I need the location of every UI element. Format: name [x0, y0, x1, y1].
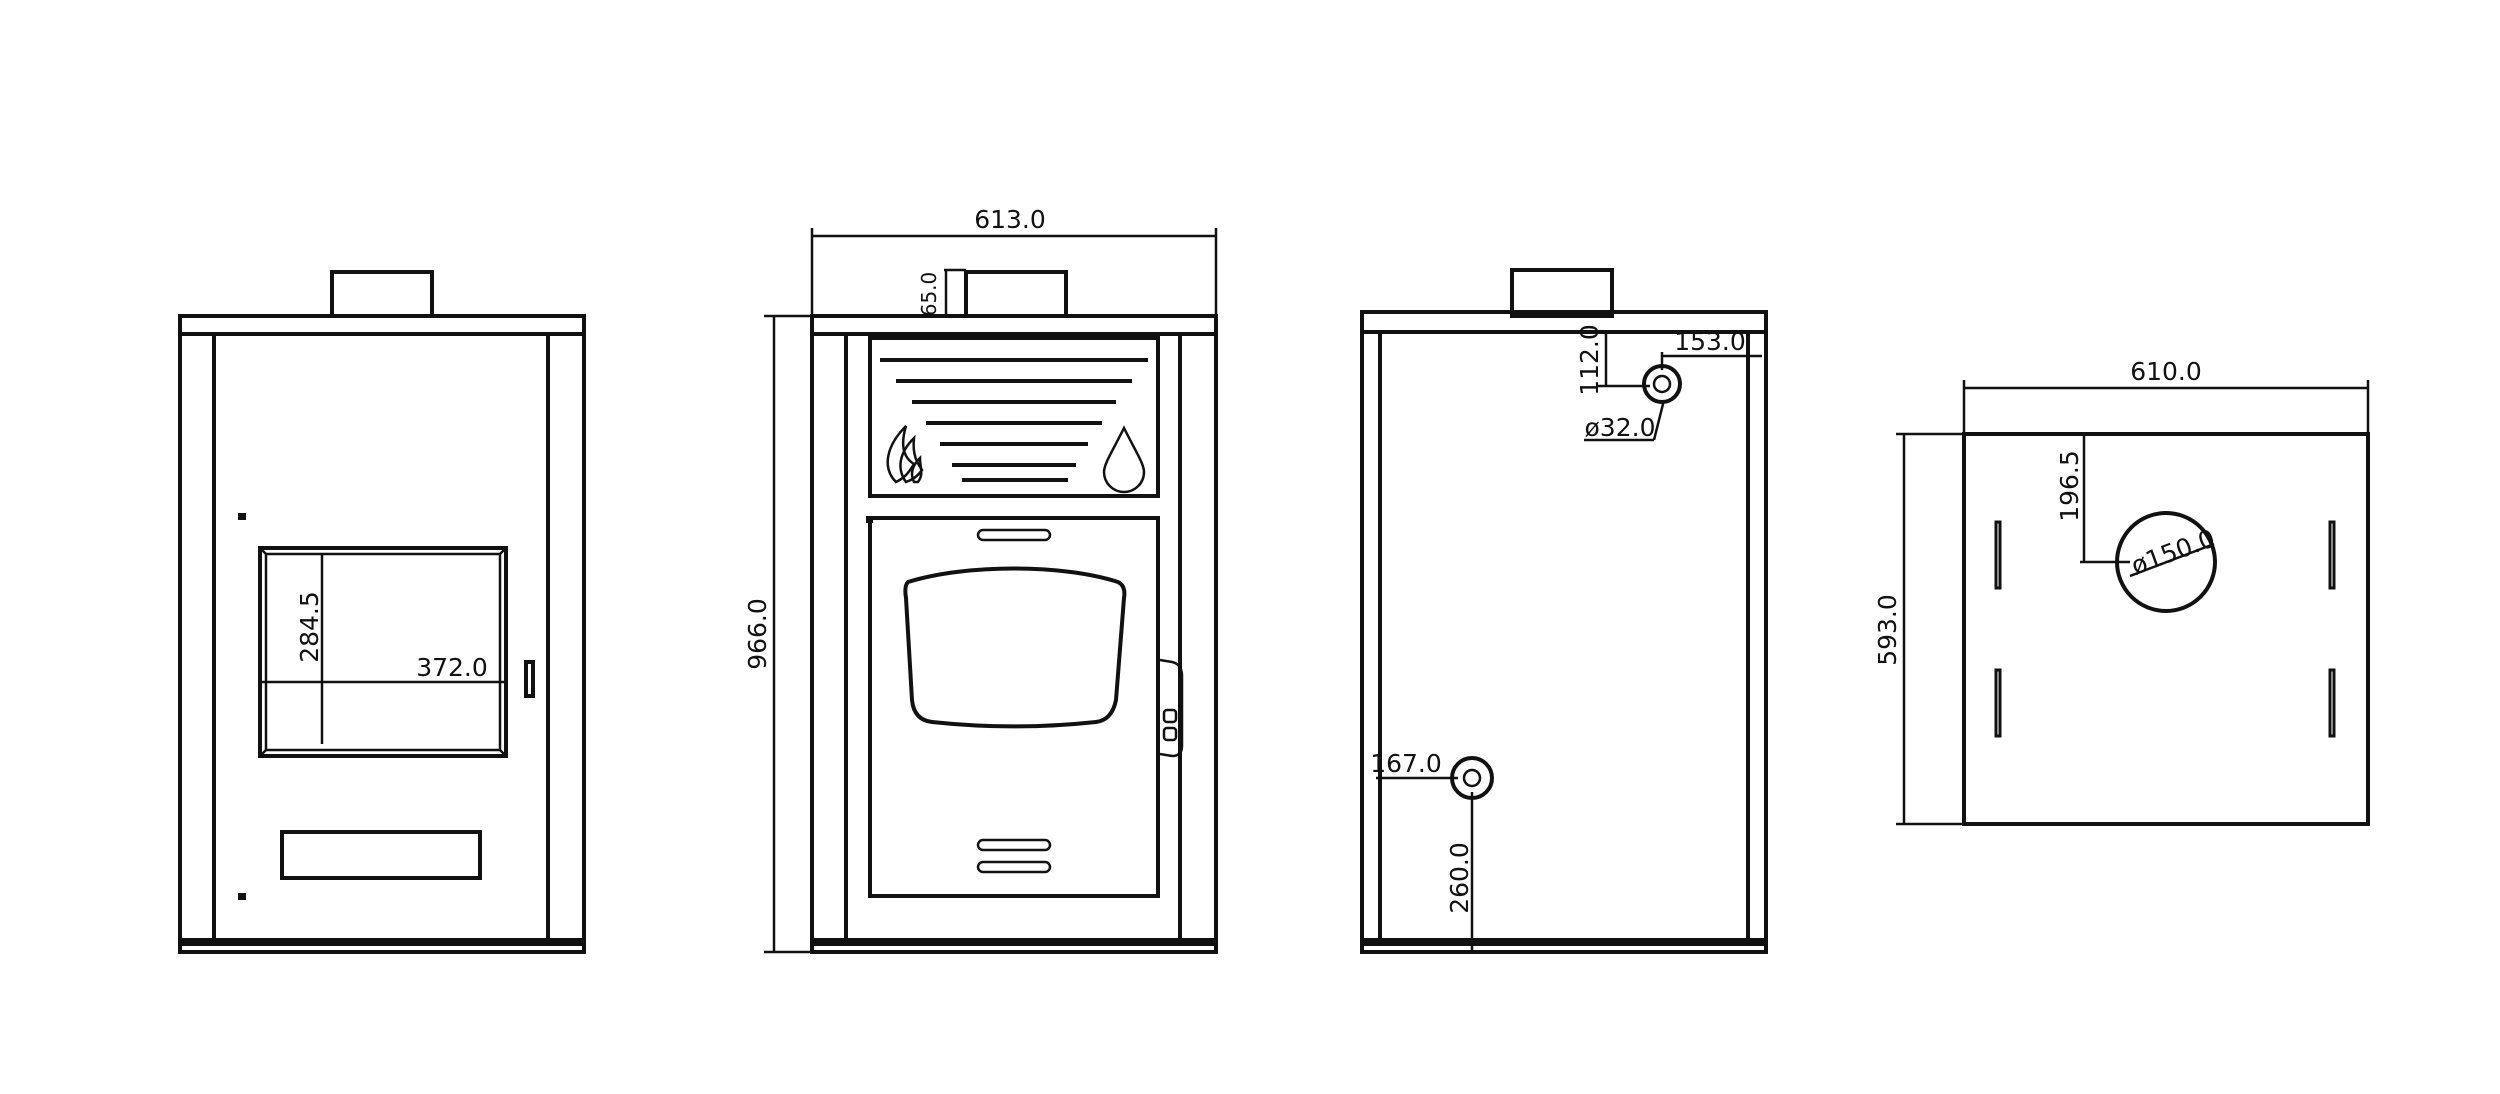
door-vent-lower: [976, 860, 1052, 874]
top-connection: [1642, 364, 1682, 404]
top-offset-label: 65.0: [917, 272, 941, 317]
top-outline: [1962, 432, 2370, 826]
rear-view: 112.0 153.0 ø32.0 167.0 260.0: [1360, 268, 1768, 954]
bottom-connection-horizontal-label: 167.0: [1370, 749, 1442, 778]
height-label: 966.0: [743, 598, 772, 670]
fire-window-inner: [264, 552, 502, 752]
door-top-vent: [976, 528, 1052, 542]
slot-bottom-right: [2328, 668, 2336, 738]
width-label: 610.0: [2130, 357, 2202, 386]
flue-collar: [330, 270, 434, 318]
window-width-label: 372.0: [416, 653, 488, 682]
water-drop-icon: [1102, 425, 1146, 494]
top-connection-horizontal-label: 153.0: [1674, 327, 1746, 356]
stove-body: [1360, 330, 1768, 946]
flue-collar: [1510, 268, 1614, 318]
front-view-door: 613.0 65.0 966.0: [743, 205, 1218, 954]
stove-body: [810, 332, 1218, 946]
flue-diameter-label: ø150.0: [2127, 524, 2219, 581]
flame-icon: [886, 425, 924, 484]
door: [868, 516, 1160, 898]
base-plate: [178, 938, 586, 954]
flue-collar: [964, 270, 1068, 318]
flue-offset-label: 196.5: [2055, 450, 2084, 522]
top-view: ø150.0 196.5 610.0 593.0: [1873, 357, 2370, 826]
upper-hinge: [238, 513, 246, 520]
slot-top-right: [2328, 520, 2336, 590]
door-vent-upper: [976, 838, 1052, 852]
door-glass: [903, 566, 1127, 729]
top-connection-diameter-label: ø32.0: [1585, 413, 1656, 442]
fire-window: [258, 546, 508, 758]
top-plate: [810, 314, 1218, 336]
door-handle: [524, 660, 535, 698]
base-plate: [1360, 938, 1768, 954]
bottom-connection-vertical-label: 260.0: [1445, 842, 1474, 914]
depth-label: 593.0: [1873, 594, 1902, 666]
top-plate: [178, 314, 586, 336]
window-height-label: 284.5: [295, 591, 324, 663]
base-plate: [810, 938, 1218, 954]
slot-bottom-left: [1994, 668, 2002, 738]
stove-body: [178, 332, 586, 946]
ash-drawer: [280, 830, 482, 880]
control-panel: [1159, 658, 1184, 758]
lower-hinge: [238, 893, 246, 900]
vent-grille: [880, 358, 1148, 482]
front-view-window: 284.5 372.0: [178, 270, 586, 954]
width-label: 613.0: [974, 205, 1046, 234]
top-connection-vertical-label: 112.0: [1575, 324, 1604, 396]
top-panel: [868, 336, 1160, 498]
slot-top-left: [1994, 520, 2002, 590]
